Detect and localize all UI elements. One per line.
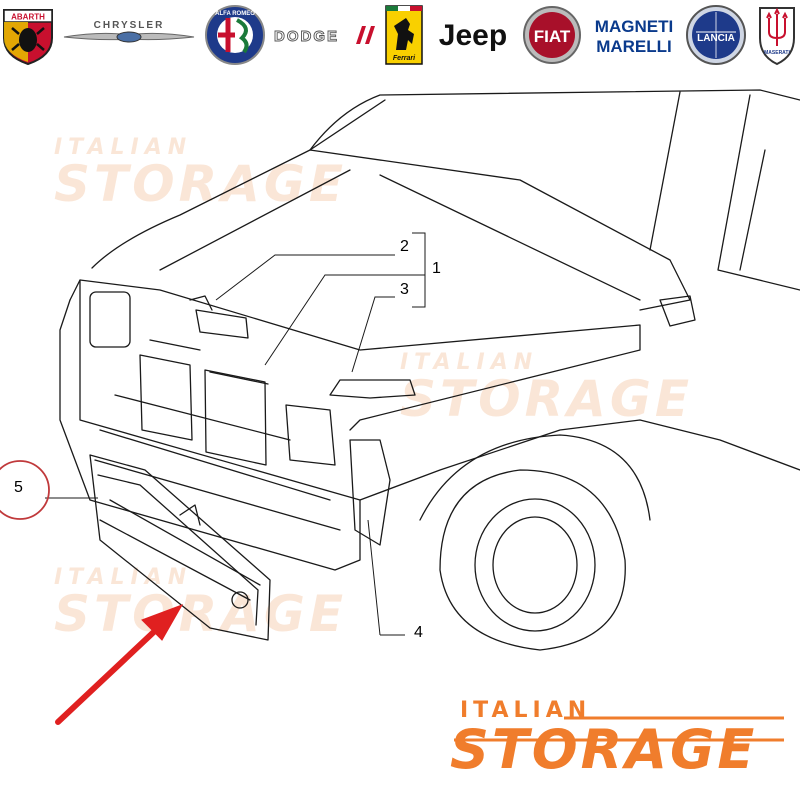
windshield-left — [309, 99, 386, 151]
wheel-rim — [474, 498, 596, 632]
dodge-logo: DODGE — [270, 4, 380, 66]
vehicle-front-panel-diagram — [0, 89, 800, 725]
alfa-romeo-logo: ALFA ROMEO — [204, 4, 266, 66]
callout-1: 1 — [432, 260, 441, 277]
jeep-text: Jeep — [439, 19, 507, 52]
maserati-logo: MASERATI — [756, 4, 798, 66]
fender-bracket — [349, 439, 391, 546]
fiat-logo: FIAT — [522, 4, 582, 66]
tire-outline — [439, 469, 626, 651]
hood-outline — [91, 149, 691, 311]
lancia-logo: LANCIA — [684, 4, 748, 66]
lancia-text: LANCIA — [697, 33, 735, 44]
callout-3: 3 — [400, 281, 409, 298]
jeep-logo: Jeep — [430, 4, 516, 66]
callout-2: 2 — [400, 238, 409, 255]
grille-ribs — [94, 339, 341, 531]
latch-hook — [189, 295, 213, 311]
leader-4 — [367, 519, 381, 636]
leader-3 — [351, 296, 395, 373]
roof-line — [309, 89, 800, 151]
magneti-marelli-logo: MAGNETI MARELLI — [588, 4, 680, 66]
red-arrow — [55, 604, 184, 725]
chrysler-text: CHRYSLER — [94, 20, 165, 31]
leader-1 — [264, 274, 425, 366]
radiator-support-ribs — [99, 499, 261, 601]
a-pillar — [649, 91, 681, 251]
hood-crease-right — [379, 174, 641, 301]
radiator-support-panel — [89, 454, 271, 641]
dodge-text: DODGE — [274, 28, 339, 45]
brand-mark-rule — [454, 716, 784, 742]
magneti-marelli-text-2: MARELLI — [596, 37, 672, 56]
callout-4: 4 — [414, 624, 423, 641]
maserati-text: MASERATI — [764, 50, 790, 56]
radiator-support-inner — [97, 474, 259, 626]
callout-5: 5 — [14, 479, 23, 496]
brand-logo-bar: ABARTH CHRYSLER ALFA ROMEO DODGE — [0, 0, 800, 70]
radiator-support-bracket — [179, 504, 201, 526]
grille-opening-left — [139, 354, 193, 441]
front-panel-outline — [59, 279, 361, 571]
chrysler-logo: CHRYSLER — [62, 4, 196, 66]
fender-trim-piece — [329, 379, 416, 399]
body-side-line — [359, 419, 800, 501]
leader-2 — [215, 254, 395, 301]
bracket-1 — [412, 232, 426, 308]
side-window — [717, 94, 800, 291]
abarth-text: ABARTH — [11, 13, 45, 22]
ferrari-logo: Ferrari — [384, 4, 424, 66]
wheel-hub — [492, 516, 578, 614]
fiat-text: FIAT — [534, 27, 571, 46]
alfa-romeo-text: ALFA ROMEO — [215, 11, 255, 17]
wheel-arch — [419, 434, 651, 521]
abarth-logo: ABARTH — [0, 4, 56, 66]
headlight-right — [285, 404, 336, 466]
part-5-highlight-circle — [0, 460, 50, 520]
headlight-left — [89, 291, 131, 348]
grille-opening-right — [204, 369, 267, 466]
door-frame-line — [739, 149, 766, 271]
brand-mark-bottom: STORAGE — [450, 718, 758, 781]
ferrari-text: Ferrari — [393, 55, 416, 62]
italian-storage-brand-mark: ITALIAN STORAGE — [450, 698, 780, 777]
magneti-marelli-text-1: MAGNETI — [595, 17, 673, 36]
hood-latch-bracket — [195, 309, 249, 339]
radiator-support-hole — [231, 591, 249, 609]
front-upper-edge — [69, 279, 641, 431]
side-marker — [659, 295, 696, 327]
hood-crease — [159, 169, 351, 271]
